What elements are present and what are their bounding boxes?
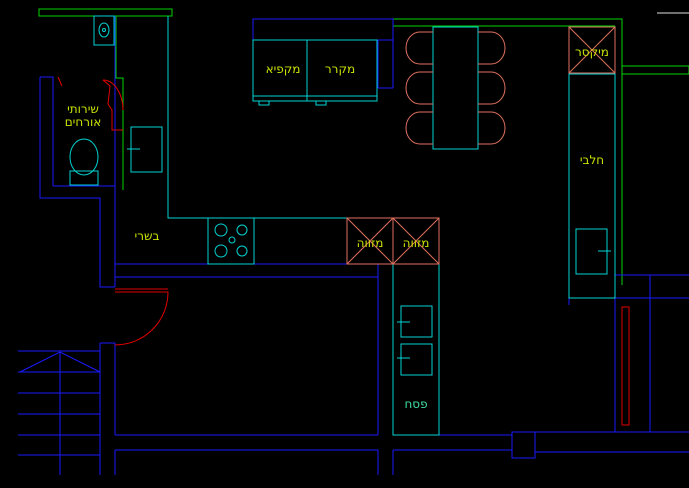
sink-drain [102,28,106,32]
stove [207,217,255,265]
upper-cabinet-block [252,18,394,41]
label-passover: פסח [404,397,427,411]
label-oven-left: מזווה [357,236,384,250]
counter-outline [167,16,347,219]
passover-drawer-bottom [400,343,433,376]
toilet-left-wall-outer [39,77,115,288]
sink-cabinet [93,15,115,46]
cabinets-layer [69,15,616,436]
stair-direction-arrow [19,351,101,373]
oven-left-x2 [346,217,394,265]
burner-center [228,236,236,244]
burner [214,223,228,237]
right-window-outline [621,65,689,75]
chair-right [478,31,506,65]
label-guest-toilet-1: שירותי [67,102,99,116]
x-marked-units [346,26,616,265]
mixer-box [568,26,616,74]
top-wall-outline [393,18,623,285]
stove-burners [214,223,248,258]
appliance-foot-left [258,100,270,106]
oven-right-x2 [392,217,440,265]
toilet-bowl [69,138,99,176]
chair-right [478,111,506,145]
walls-layer [39,16,689,475]
burner [236,224,248,236]
side-door [621,306,630,426]
doors [57,76,630,426]
chair-left [405,31,433,65]
dining-table [432,26,479,150]
toilet-door-swing [57,76,124,131]
dairy-counter [568,73,616,299]
toilet-left-wall [40,76,54,186]
column-bottom [511,431,536,459]
toilet-tank [69,170,99,186]
chair-left [405,111,433,145]
chair-left [405,71,433,105]
label-oven-right: מזווה [403,236,430,250]
appliance-block [252,39,378,102]
appliance-foot-right [315,100,327,106]
chair-right [478,71,506,105]
stairs [18,350,101,475]
toilet-right-outline [115,16,124,190]
chairs [405,31,506,145]
mixer-x2 [568,26,616,74]
labels: שירותי אורחים מקפיא מקרר מיקסר חלבי בשרי… [65,45,609,411]
label-dairy: חלבי [580,153,604,167]
burner [214,244,228,258]
burner [236,245,248,257]
label-meat: בשרי [135,229,160,243]
label-microwave: מקפיא [266,62,301,76]
toilet-top-outline [38,8,173,17]
label-mixer: מיקסר [575,45,609,59]
oven-right-box [392,217,440,265]
entrance-door-swing [114,291,169,346]
label-fridge: מקרר [325,62,355,76]
sink-bowl [98,22,110,38]
label-guest-toilet-2: אורחים [65,115,102,129]
